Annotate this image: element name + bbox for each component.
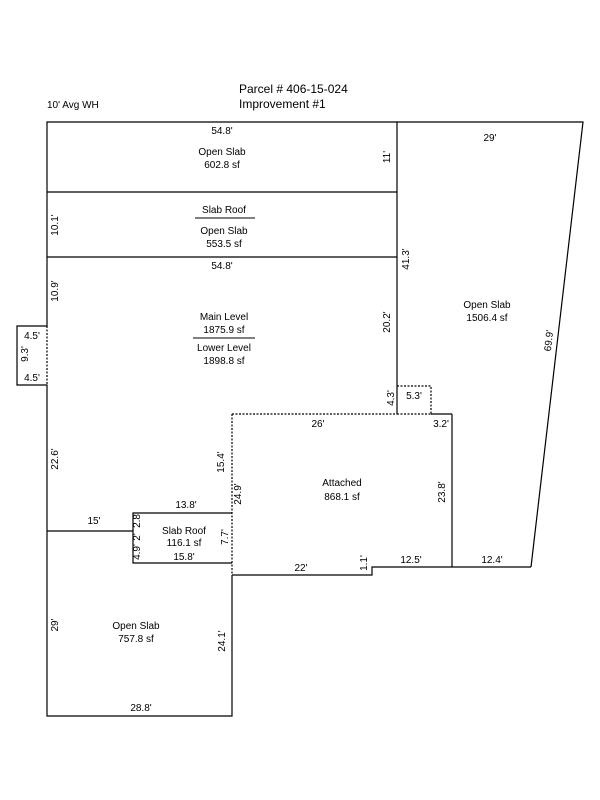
- area-value: 1506.4 sf: [466, 313, 507, 324]
- dimension-label: 69.9': [543, 329, 556, 351]
- area-value: 757.8 sf: [118, 634, 154, 645]
- attached-bottom-wall: [232, 566, 531, 576]
- dimension-label: 29': [483, 133, 496, 144]
- dimension-label: 22': [294, 563, 307, 574]
- dimension-label: 11': [382, 151, 393, 163]
- dimension-label: 41.3': [401, 248, 412, 269]
- area-name: Slab Roof: [162, 526, 206, 537]
- right-slab-outline: [397, 121, 584, 568]
- area-name: Open Slab: [112, 621, 160, 632]
- area-value: 868.1 sf: [324, 492, 360, 503]
- dimension-label: 15': [87, 516, 100, 527]
- area-value: 1898.8 sf: [203, 356, 244, 367]
- slab-roof-outline: [46, 192, 398, 258]
- area-name: Open Slab: [200, 226, 248, 237]
- dimension-label: 54.8': [211, 126, 232, 137]
- dimension-label: 54.8': [211, 261, 232, 272]
- area-value: 553.5 sf: [206, 239, 242, 250]
- dimension-label: 24.1': [217, 630, 228, 651]
- dimension-label: 29': [50, 618, 61, 631]
- dimension-label: 10.1': [50, 214, 61, 235]
- dimension-label: 4.3': [386, 390, 397, 406]
- dimension-labels: 54.8' 11' 29' 10.1' 54.8' 41.3' 10.9' 20…: [20, 126, 556, 714]
- dimension-label: 2': [132, 533, 143, 541]
- dimension-label: 2.8': [132, 512, 143, 528]
- small-slab-roof-outline: [47, 512, 232, 532]
- dimension-label: 24.9': [233, 483, 244, 504]
- dimension-label: 13.8': [175, 500, 196, 511]
- dimension-label: 22.6': [50, 448, 61, 469]
- area-labels: Open Slab 602.8 sf Slab Roof Open Slab 5…: [112, 147, 511, 645]
- improvement-number: Improvement #1: [239, 97, 326, 111]
- area-name: Main Level: [200, 312, 248, 323]
- bottom-slab-outline: [46, 531, 233, 717]
- step-outline: [397, 385, 432, 414]
- dimension-label: 1.1': [359, 555, 370, 571]
- area-name: Lower Level: [197, 343, 251, 354]
- sketch-lines: [16, 121, 584, 717]
- wall-height-note: 10' Avg WH: [47, 100, 99, 111]
- dimension-label: 3.2': [433, 419, 449, 430]
- area-name: Open Slab: [198, 147, 246, 158]
- dimension-label: 10.9': [50, 280, 61, 301]
- area-value: 116.1 sf: [167, 538, 202, 549]
- small-slab-roof-lower: [132, 531, 232, 564]
- dimension-label: 5.3': [406, 391, 422, 402]
- area-name: Attached: [322, 478, 361, 489]
- dimension-label: 23.8': [437, 481, 448, 502]
- area-name: Slab Roof: [202, 205, 246, 216]
- dimension-label: 4.5': [24, 331, 40, 342]
- dimension-label: 15.4': [216, 451, 227, 472]
- dimension-label: 26': [311, 419, 324, 430]
- area-value: 602.8 sf: [204, 160, 240, 171]
- dimension-label: 7.7': [220, 529, 231, 545]
- dimension-label: 9.3': [20, 346, 31, 362]
- area-value: 1875.9 sf: [203, 325, 244, 336]
- area-name: Open Slab: [463, 300, 511, 311]
- dimension-label: 4.9': [132, 544, 143, 560]
- dimension-label: 20.2': [382, 311, 393, 332]
- dimension-label: 15.8': [173, 552, 194, 563]
- top-slab-outline: [46, 121, 398, 192]
- parcel-number: Parcel # 406-15-024: [239, 82, 348, 96]
- dimension-label: 12.4': [481, 555, 502, 566]
- dimension-label: 4.5': [24, 373, 40, 384]
- main-level-left-wall: [16, 257, 48, 531]
- dimension-label: 12.5': [400, 555, 421, 566]
- dimension-label: 28.8': [130, 703, 151, 714]
